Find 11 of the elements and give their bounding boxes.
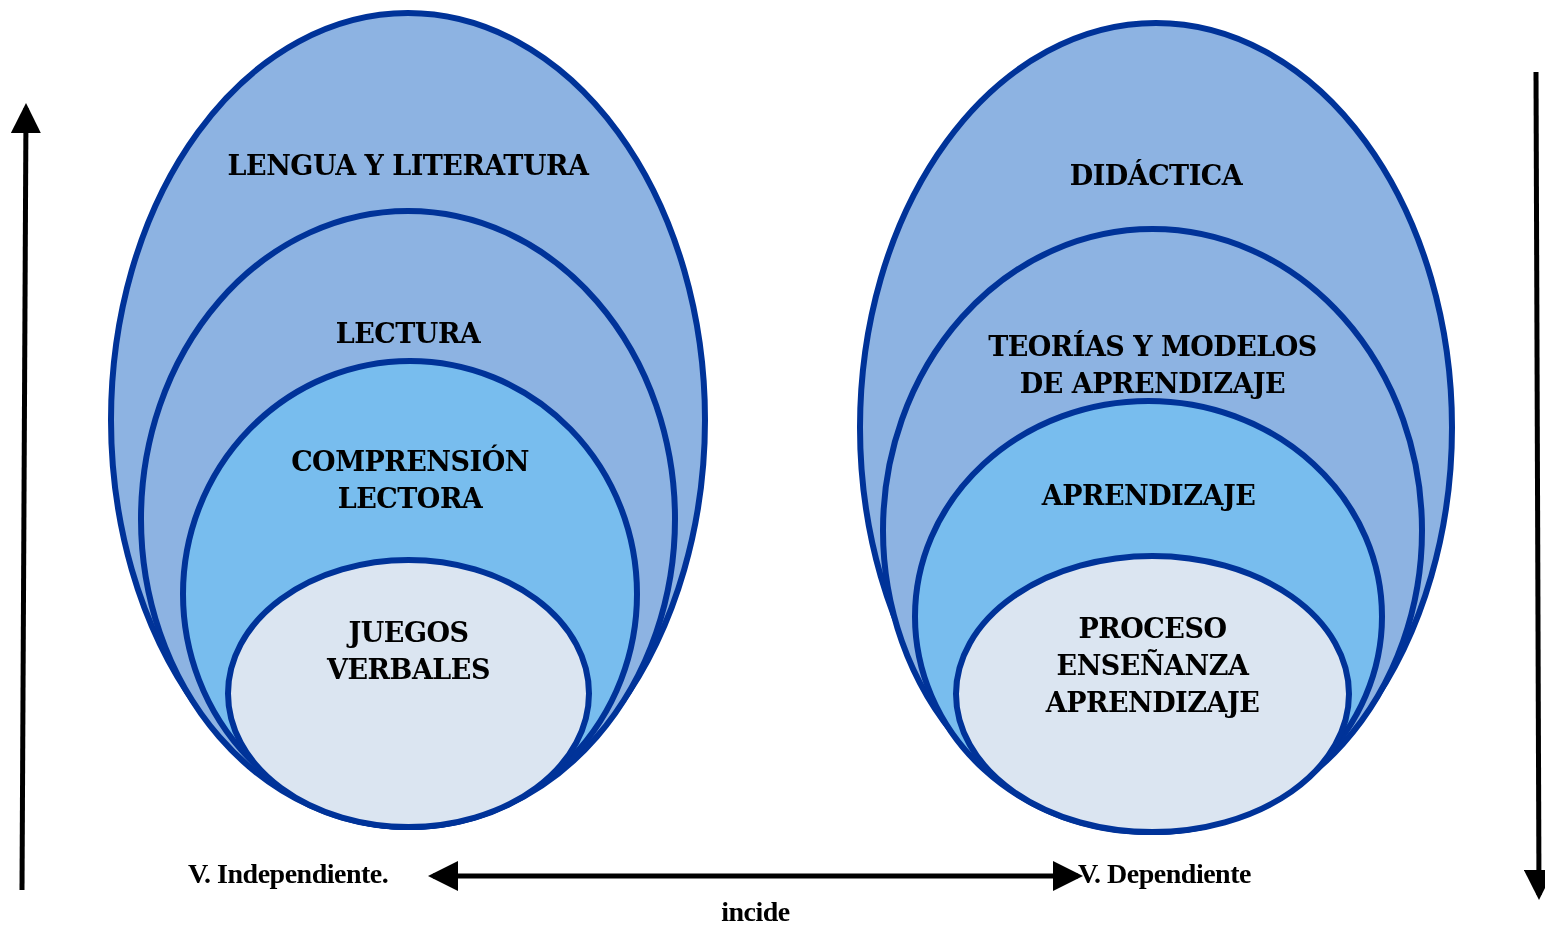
variable-label: V. Dependiente <box>1078 857 1251 891</box>
ellipse-label: TEORÍAS Y MODELOS DE APRENDIZAJE <box>987 329 1318 401</box>
double-arrow <box>428 861 1083 891</box>
ellipse-label: LECTURA <box>334 317 482 351</box>
variable-label: V. Independiente. <box>188 857 389 891</box>
ellipse-label: JUEGOS VERBALES <box>325 616 491 687</box>
ellipse-label: APRENDIZAJE <box>1040 479 1257 513</box>
ellipse-label: DIDÁCTICA <box>1068 158 1244 193</box>
ellipse-label: LENGUA Y LITERATURA <box>226 149 591 183</box>
ellipse-label: COMPRENSIÓN LECTORA <box>290 443 530 516</box>
ellipse-label: PROCESO ENSEÑANZA APRENDIZAJE <box>1044 612 1261 720</box>
